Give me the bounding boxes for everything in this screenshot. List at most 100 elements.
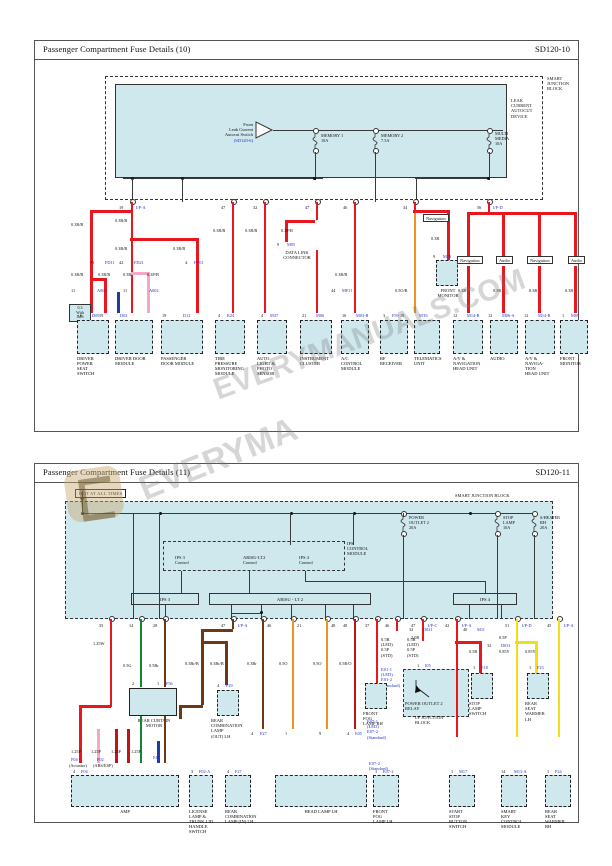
fuse-memory2-label: MEMORY 2 7.5A (381, 133, 404, 143)
mid-feed-lead (290, 513, 291, 545)
wire-05o-1 (291, 619, 295, 729)
wire-label-dlc: 0.3P/B (281, 228, 293, 233)
fuse-power-outlet-2 (399, 516, 406, 532)
ips-control-module-label: IPS CONTROL MODULE (347, 541, 369, 557)
splice-code-f27-inline: F27 (260, 731, 267, 736)
component-label-auto-light-photo-sensor: AUTO LIGHT & PHOTO SENSOR (257, 356, 276, 377)
comp-pin-5: 21 (302, 313, 307, 318)
wire-cluster (263, 202, 267, 313)
component-av-navigation-head-unit-1 (453, 320, 483, 354)
wire-label-mid-2: 0.3R/B (245, 228, 258, 233)
splice-num-9-m05: 9 (277, 242, 280, 247)
wire-nav2-down (538, 266, 541, 313)
comp-code-3: R24 (227, 313, 235, 318)
leak-current-autocut-device-label: LEAK CURRENT AUTOCUT DEVICE (511, 98, 533, 119)
wire-ipd-nav1 (467, 212, 470, 262)
wire-branch-right-drop (196, 238, 199, 264)
wire-passenger-door (130, 263, 134, 313)
wire-pink-passenger (147, 272, 150, 313)
comp-code-5: M06 (316, 313, 325, 318)
conn-ip-a-bottom-2: I/P-A (462, 623, 472, 628)
comp-pin-1: 19 (99, 313, 104, 318)
splice-code-f23: F23 (537, 665, 544, 670)
wire-label-20r-1: 2.0R (411, 635, 420, 640)
pin-21: 21 (297, 623, 302, 628)
fuse-node-memory2-lower (373, 148, 379, 154)
wire-brown-v1 (201, 629, 204, 641)
wire-label-05r-1: 0.5R (469, 649, 478, 654)
splice-code-fd21: FD21 (134, 260, 144, 265)
hot-at-all-times-label: HOT AT ALL TIMES (75, 489, 127, 498)
wire-label-branch-far: 0.3R/B (173, 246, 186, 251)
bcomp-code-2: F27 (235, 769, 242, 774)
sheet-header-bottom: Passenger Compartment Fuse Details (11) … (35, 464, 578, 483)
wire-label-lower-4: 0.3P/B (147, 272, 159, 277)
comp-code-1: D02 (120, 313, 128, 318)
ips3-block: IPS 3 (131, 593, 199, 605)
sheet-sd120-10: Passenger Compartment Fuse Details (10) … (34, 40, 588, 432)
fuse-stop-lamp (493, 516, 500, 532)
component-label-rear-seat-warmer-rh: REAR SEAT WARMER RH (545, 809, 565, 830)
wire-label-nav1: 0.3R (458, 288, 467, 293)
wire-relay-feed (421, 619, 425, 641)
sheet-code-bottom: SD120-11 (535, 467, 570, 477)
comp-code-10: M06-A (502, 313, 515, 318)
hot-dot-3 (353, 511, 357, 515)
component-instrument-cluster (300, 320, 332, 354)
sheet-code-top: SD120-10 (535, 44, 570, 54)
wire-label-aud2: 0.3R (565, 288, 574, 293)
amp-splice-f04: F04 (71, 757, 78, 762)
wire-label-lower-1: 0.3R/B (71, 272, 84, 277)
power-outlet-2-relay-label: POWER OUTLET 2 RELAY (405, 701, 443, 712)
fuse-memory2 (371, 134, 378, 150)
wire-telematics-orange (413, 202, 417, 313)
wire-label-amp-2: 1.25P (91, 749, 101, 754)
comp-pin-7: 3 (383, 313, 386, 318)
component-driver-power-seat-switch (77, 320, 109, 354)
sjb-drop-left-1 (132, 178, 133, 202)
wire-pink-jog (131, 272, 149, 275)
relay-code-i05: I05 (425, 663, 431, 668)
sjb-drop-left-2 (182, 178, 183, 202)
component-front-monitor-inline-label: FRONT MONITOR (437, 288, 459, 299)
component-stop-lamp-switch-box (471, 673, 493, 699)
fuse-lead-power-outlet (402, 513, 404, 517)
pin-42-ipa: 42 (445, 623, 450, 628)
wire-stop-lamp-sw-branch (479, 641, 482, 673)
splice-num-4: 4 (185, 260, 188, 265)
code-head-lamp-3: E05 (355, 731, 362, 736)
ips3-block-label: IPS 3 (159, 597, 171, 602)
pin-head-lamp-2: 9 (319, 731, 322, 736)
sjb-internal-drop-1 (314, 152, 316, 180)
component-label-passenger-door-module: PASSENGER DOOR MODULE (161, 356, 195, 367)
fuse-sheater-rh-label: S/HEATER RH 20A (540, 515, 561, 530)
component-label-rf-receiver: RF RECEIVER (380, 356, 402, 367)
fuse-node-stop-lamp (495, 511, 501, 517)
component-label-tire-pressure-monitoring-module: TIRE PRESSURE MONITORING MODULE (215, 356, 244, 377)
sjb-drop-mid (374, 178, 376, 202)
comp-code-8: MT6 (419, 313, 428, 318)
comp-code-6: M03-B (356, 313, 369, 318)
bus-dot-c (313, 176, 317, 180)
wire-label-nav-fm: 0.3R (431, 236, 440, 241)
pin-48b: 48 (343, 623, 348, 628)
wire-label-amp-4: 1.25P (131, 749, 141, 754)
conn-pin-34: 34 (403, 205, 408, 210)
wire-label-085y-1: 0.85Y (499, 649, 510, 654)
splice-code-m79: M79 (443, 254, 452, 259)
option-label-audio-2: Audio (568, 256, 585, 264)
comp-code-9: M14-B (467, 313, 480, 318)
fuse-node-stop-lamp-lower (495, 531, 501, 537)
conn-ip-d-bottom: I/P-D (522, 623, 532, 628)
component-label-head-lamp-lh: HEAD LAMP LH (304, 809, 338, 814)
splice-code-a001: A001 (97, 288, 107, 293)
wire-label-085y-2: 0.85Y (525, 649, 536, 654)
wire-stop-lamp-sw-feed (455, 619, 459, 737)
fuse-sheater-rh (530, 516, 537, 532)
wire-brown-h1 (201, 629, 233, 632)
bcomp-pin-1: 3 (191, 769, 194, 774)
wire-nav-front-monitor-h (413, 210, 449, 213)
bcomp-pin-4: 1 (375, 769, 378, 774)
splice-code-fb01: FB01 (194, 260, 204, 265)
comp-code-4: M37 (270, 313, 279, 318)
